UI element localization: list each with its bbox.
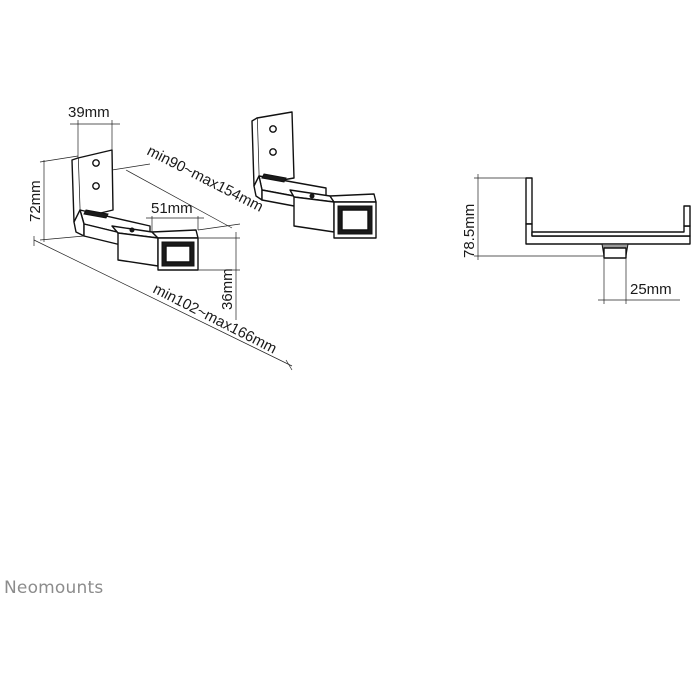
dimension-lines bbox=[33, 120, 680, 371]
dim-label-39mm: 39mm bbox=[68, 104, 110, 121]
brand-logo-text: Neomounts bbox=[4, 578, 104, 598]
dim-label-min102-max166mm: min102~max166mm bbox=[150, 280, 279, 357]
dim-label-72mm: 72mm bbox=[27, 180, 44, 222]
dim-label-51mm: 51mm bbox=[151, 200, 193, 217]
dim-label-36mm: 36mm bbox=[219, 268, 236, 310]
dim-label-25mm: 25mm bbox=[630, 281, 672, 298]
side-view-bracket bbox=[525, 177, 691, 259]
left-bracket bbox=[71, 149, 199, 271]
middle-bracket bbox=[251, 111, 377, 239]
dim-label-78-5mm: 78.5mm bbox=[461, 204, 478, 258]
